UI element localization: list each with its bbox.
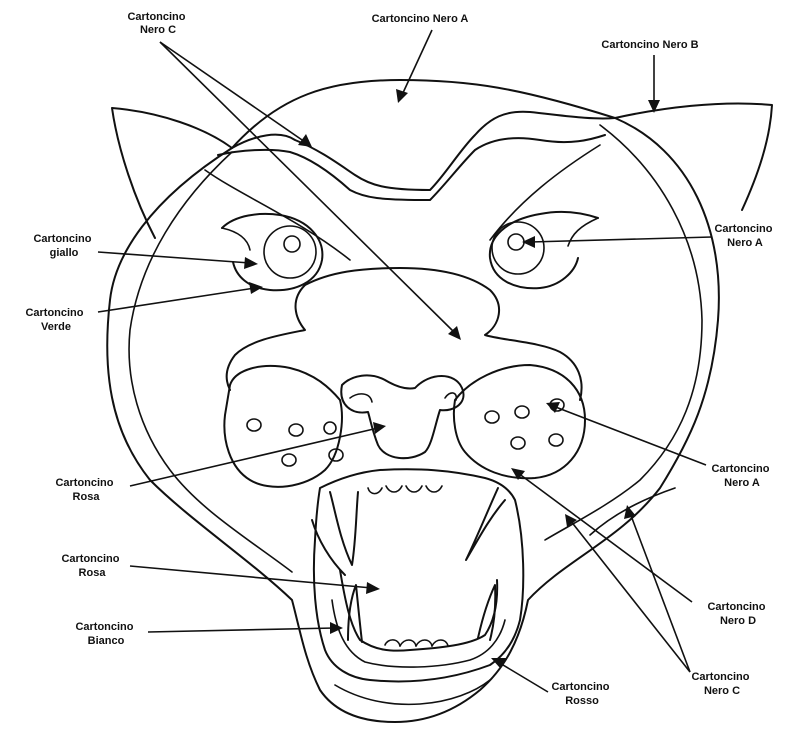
right-eye-pupil (508, 234, 524, 250)
label-giallo: Cartoncino giallo (33, 233, 94, 259)
left-ear (112, 108, 232, 238)
label-verde: Cartoncino Verde (25, 307, 86, 333)
arrow-nero-d (518, 473, 692, 602)
left-lower-fang (348, 585, 362, 642)
label-nero-c-bottom: Cartoncino Nero C (691, 671, 752, 697)
head-outline (107, 80, 719, 722)
right-eye-tail (568, 218, 598, 246)
forehead-band (232, 112, 615, 190)
label-nero-c-top: Cartoncino Nero C (127, 11, 188, 36)
arrow-rosa-mouth (130, 566, 372, 588)
right-eye (490, 212, 598, 288)
arrow-nero-a-eye (530, 237, 712, 242)
nostril-left (350, 394, 372, 402)
left-eye-tail (222, 228, 250, 250)
arrow-nero-c-muzzle (160, 42, 455, 333)
nose (341, 375, 463, 458)
arrow-nero-c-bottom-b (570, 520, 690, 672)
right-cheek-line (545, 125, 702, 540)
label-rosso: Cartoncino Rosso (551, 681, 612, 707)
right-eye-iris (492, 222, 544, 274)
right-ruff-tuft (590, 488, 675, 535)
label-nero-b: Cartoncino Nero B (601, 39, 698, 51)
left-whisker-dots (247, 419, 343, 466)
label-nero-d: Cartoncino Nero D (707, 601, 768, 627)
inner-mouth (340, 570, 497, 651)
left-eye-pupil (284, 236, 300, 252)
callout-arrows (98, 30, 712, 692)
left-upper-fang (330, 492, 358, 565)
arrow-nero-a-top (402, 30, 432, 95)
arrow-bianco (148, 628, 335, 632)
incisors (368, 486, 442, 494)
label-nero-a-eye: Cartoncino Nero A (714, 223, 775, 249)
muzzle-right (454, 365, 585, 478)
arrow-nero-c-bottom-a (630, 513, 690, 672)
label-rosa-nose: Cartoncino Rosa (55, 477, 116, 503)
right-upper-fang (466, 488, 505, 560)
label-rosa-mouth: Cartoncino Rosa (61, 553, 122, 579)
arrow-rosso (498, 662, 548, 692)
arrow-rosa-nose (130, 428, 378, 486)
lower-teeth (385, 640, 448, 646)
arrow-nero-c-forehead (160, 42, 305, 142)
label-bianco: Cartoncino Bianco (75, 621, 136, 647)
label-nero-a-muzzle: Cartoncino Nero A (711, 463, 772, 489)
left-eye (222, 214, 322, 290)
arrow-nero-a-muzzle (553, 406, 706, 465)
left-cheek-line (129, 152, 292, 572)
right-ear (615, 103, 772, 210)
left-eye-outer (222, 214, 322, 290)
label-nero-a-top: Cartoncino Nero A (372, 13, 469, 25)
arrow-verde (98, 288, 255, 312)
